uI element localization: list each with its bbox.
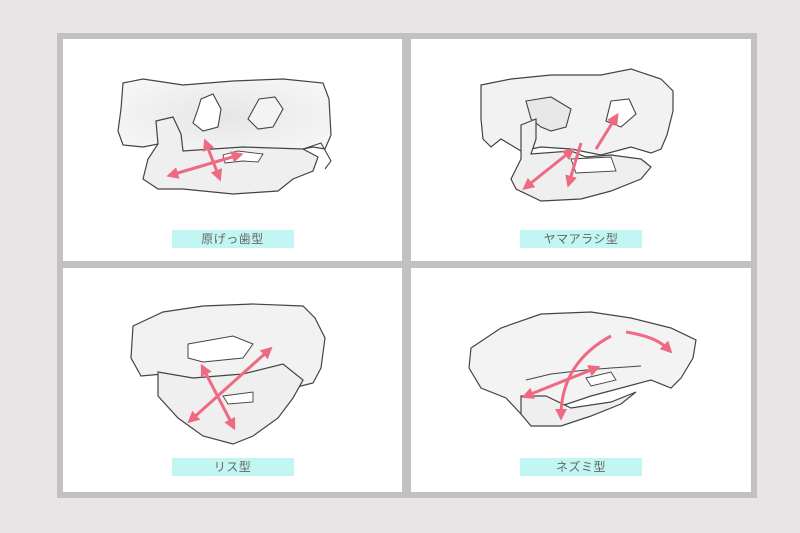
panel-label: 原げっ歯型	[171, 230, 294, 248]
panel-squirrel-type: リス型	[63, 268, 402, 492]
skull-mouse-type-icon	[468, 311, 697, 427]
skull-primitive-rodent-icon	[117, 78, 332, 195]
panel-porcupine-type: ヤマアラシ型	[411, 39, 751, 261]
skull-squirrel-type-icon	[130, 303, 326, 445]
skull-porcupine-type-icon	[480, 68, 674, 202]
panel-label: ネズミ型	[520, 458, 642, 476]
panel-mouse-type: ネズミ型	[411, 268, 751, 492]
panel-label: リス型	[171, 458, 294, 476]
panel-label: ヤマアラシ型	[520, 230, 642, 248]
panel-primitive-rodent: 原げっ歯型	[63, 39, 402, 261]
